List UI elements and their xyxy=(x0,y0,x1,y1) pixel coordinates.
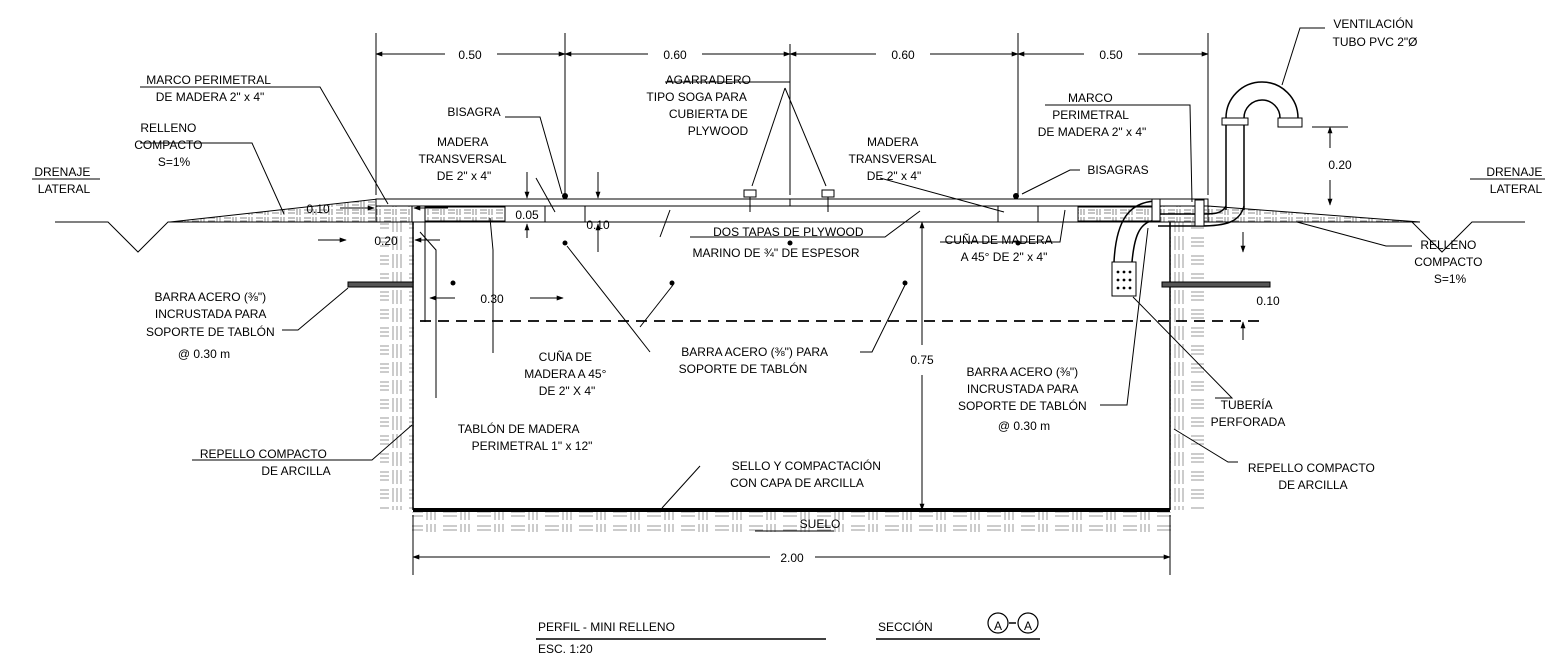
dim-frame: 0.05 xyxy=(515,208,539,222)
dim-top-4: 0.50 xyxy=(1099,48,1123,62)
dim-depth: 0.75 xyxy=(910,353,934,367)
label-pipe: TUBERÍA PERFORADA xyxy=(1211,397,1286,429)
dim-bar: 0.20 xyxy=(374,234,398,248)
vent-pipe xyxy=(1111,81,1303,297)
dim-wedge: 0.30 xyxy=(480,292,504,306)
dim-top-3: 0.60 xyxy=(891,48,915,62)
dimension-lines xyxy=(318,33,1348,575)
dim-top-1: 0.50 xyxy=(458,48,482,62)
label-handle: AGARRADERO TIPO SOGA PARA CUBIERTA DE PL… xyxy=(646,73,754,138)
label-fill-left: RELLENO COMPACTO S=1% xyxy=(134,121,206,169)
dim-water: 0.10 xyxy=(1256,294,1280,308)
label-seal: SELLO Y COMPACTACIÓN CON CAPA DE ARCILLA xyxy=(730,458,884,490)
title-block: PERFIL - MINI RELLENO ESC. 1:20 SECCIÓN … xyxy=(536,612,1040,656)
section-mark-left xyxy=(987,612,1009,634)
title-profile: PERFIL - MINI RELLENO xyxy=(538,620,675,634)
label-ventilation: VENTILACIÓN TUBO PVC 2"Ø xyxy=(1333,16,1418,49)
label-fill-right: RELLENO COMPACTO S=1% xyxy=(1414,238,1486,286)
label-bar-left: BARRA ACERO (⅜") INCRUSTADA PARA SOPORTE… xyxy=(146,290,278,361)
title-section: SECCIÓN xyxy=(878,619,933,634)
label-wood-left: MADERA TRANSVERSAL DE 2" x 4" xyxy=(419,135,510,183)
section-mark-right-letter: A xyxy=(1024,619,1032,633)
label-soil: SUELO xyxy=(800,517,841,531)
label-wood-right: MADERA TRANSVERSAL DE 2" x 4" xyxy=(849,135,940,183)
label-bar-center: BARRA ACERO (⅜") PARA SOPORTE DE TABLÓN xyxy=(679,345,831,376)
label-plywood: DOS TAPAS DE PLYWOOD MARINO DE ¾" DE ESP… xyxy=(693,225,867,260)
label-hinges: BISAGRAS xyxy=(1087,163,1148,177)
dimension-texts: 0.50 0.60 0.60 0.50 2.00 0.75 0.05 0.10 … xyxy=(306,48,1352,565)
label-frame-left: MARCO PERIMETRAL DE MADERA 2" x 4" xyxy=(146,73,274,104)
label-drain-right: DRENAJE LATERAL xyxy=(1486,165,1545,196)
label-plank: TABLÓN DE MADERA PERIMETRAL 1" x 12" xyxy=(458,421,593,453)
pit-structure xyxy=(412,222,1266,512)
section-mark-right xyxy=(1017,612,1039,634)
dim-cover-gap: 0.10 xyxy=(586,218,610,232)
label-render-left: REPELLO COMPACTO DE ARCILLA xyxy=(200,447,331,478)
label-wedge-left: CUÑA DE MADERA A 45° DE 2" X 4" xyxy=(524,350,610,398)
label-drain-left: DRENAJE LATERAL xyxy=(34,165,93,196)
dim-side: 0.10 xyxy=(306,202,330,216)
label-bar-right: BARRA ACERO (⅜") INCRUSTADA PARA SOPORTE… xyxy=(958,365,1090,433)
dim-top-2: 0.60 xyxy=(663,48,687,62)
soil-hatch xyxy=(380,222,1204,532)
label-frame-right: MARCO PERIMETRAL DE MADERA 2" x 4" xyxy=(1038,91,1147,139)
annotation-labels: VENTILACIÓN TUBO PVC 2"Ø MARCO PERIMETRA… xyxy=(34,16,1545,531)
section-mark-left-letter: A xyxy=(994,619,1002,633)
title-scale: ESC. 1:20 xyxy=(538,642,593,656)
leader-lines xyxy=(32,27,1545,532)
label-render-right: REPELLO COMPACTO DE ARCILLA xyxy=(1248,461,1378,492)
label-wedge-right: CUÑA DE MADERA A 45° DE 2" x 4" xyxy=(945,233,1056,264)
dim-pipe: 0.20 xyxy=(1328,158,1352,172)
dim-overall: 2.00 xyxy=(780,551,804,565)
label-hinge: BISAGRA xyxy=(447,105,500,119)
ground-line xyxy=(55,221,1525,253)
